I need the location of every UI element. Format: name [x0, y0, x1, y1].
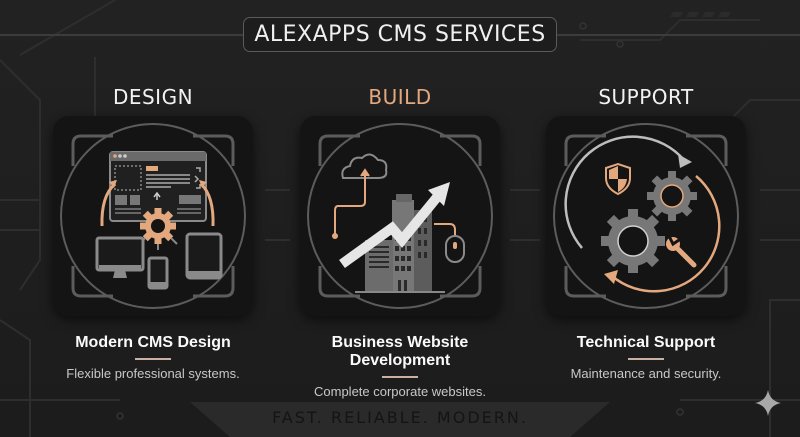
accent-underline: [382, 376, 418, 378]
service-tile: [300, 116, 500, 316]
accent-underline: [135, 358, 171, 360]
service-column-design: DESIGN: [48, 82, 258, 381]
service-description: Maintenance and security.: [570, 366, 722, 381]
footer-band: [0, 402, 800, 437]
service-column-build: BUILD: [295, 82, 505, 399]
cms-design-devices-icon: [60, 123, 246, 309]
service-column-support: SUPPORT: [541, 82, 751, 381]
business-growth-building-icon: [307, 123, 493, 309]
service-name: Modern CMS Design: [75, 334, 231, 351]
gears-maintenance-icon: [553, 123, 739, 309]
service-tile: [546, 116, 746, 316]
page-title: ALEXAPPS CMS SERVICES: [254, 22, 546, 47]
service-description: Flexible professional systems.: [66, 366, 240, 381]
service-name: Business Website Development: [331, 334, 469, 369]
footer-tagline: FAST. RELIABLE. MODERN.: [272, 408, 528, 427]
column-heading: DESIGN: [112, 85, 194, 109]
footer-plate: [190, 402, 610, 437]
column-heading: SUPPORT: [598, 85, 694, 109]
service-description: Complete corporate websites.: [314, 384, 486, 399]
service-name: Technical Support: [576, 334, 716, 351]
service-tile: [53, 116, 253, 316]
column-heading: BUILD: [368, 85, 432, 109]
sparkle-icon: [755, 390, 781, 416]
title-banner: ALEXAPPS CMS SERVICES: [243, 17, 557, 52]
accent-underline: [628, 358, 664, 360]
